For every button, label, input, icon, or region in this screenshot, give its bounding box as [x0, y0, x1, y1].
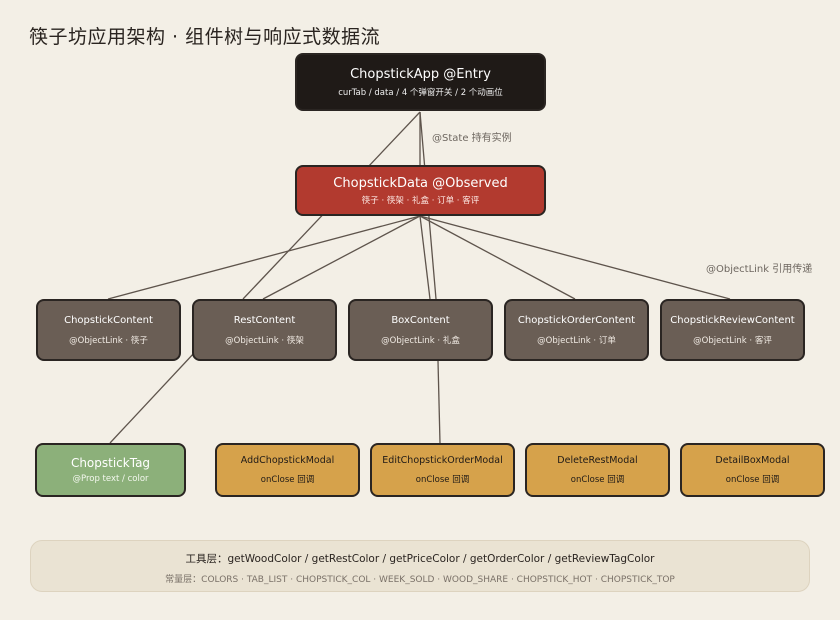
edge-data-to-box: [419, 215, 431, 300]
content-node-chopstick: ChopstickContent @ObjectLink · 筷子: [36, 299, 181, 361]
modal-node-add-chopstick: AddChopstickModal onClose 回调: [215, 443, 360, 497]
modal-node-subtitle: onClose 回调: [415, 475, 470, 485]
page-title: 筷子坊应用架构 · 组件树与响应式数据流: [29, 26, 381, 48]
observed-data-node: ChopstickData @Observed 筷子 · 筷架 · 礼盒 · 订…: [295, 165, 546, 216]
content-node-order: ChopstickOrderContent @ObjectLink · 订单: [504, 299, 649, 361]
app-node: ChopstickApp @Entry curTab / data / 4 个弹…: [295, 53, 546, 111]
utility-layers-panel: 工具层：getWoodColor / getRestColor / getPri…: [30, 540, 810, 592]
content-node-subtitle: @ObjectLink · 礼盒: [381, 335, 460, 346]
utils-layer-text: 工具层：getWoodColor / getRestColor / getPri…: [185, 553, 655, 565]
modal-node-edit-order: EditChopstickOrderModal onClose 回调: [370, 443, 515, 497]
modal-node-delete-rest: DeleteRestModal onClose 回调: [525, 443, 670, 497]
edge-data-to-chopstick: [107, 215, 421, 300]
edge-data-to-order: [419, 215, 576, 300]
content-node-subtitle: @ObjectLink · 筷子: [69, 335, 148, 346]
content-node-subtitle: @ObjectLink · 筷架: [225, 335, 304, 346]
app-node-title: ChopstickApp @Entry: [350, 66, 491, 82]
edge-data-to-review: [419, 215, 731, 300]
tag-node: ChopstickTag @Prop text / color: [35, 443, 186, 497]
edge-label-objectlink: @ObjectLink 引用传递: [706, 264, 813, 275]
edge-box-to-editmodal: [437, 360, 441, 444]
data-node-subtitle: 筷子 · 筷架 · 礼盒 · 订单 · 客评: [361, 195, 480, 206]
tag-node-subtitle: @Prop text / color: [72, 474, 149, 484]
data-node-title: ChopstickData @Observed: [333, 175, 508, 191]
modal-node-title: DetailBoxModal: [715, 455, 790, 466]
modal-node-subtitle: onClose 回调: [570, 475, 625, 485]
content-node-title: BoxContent: [391, 314, 450, 326]
modal-node-title: EditChopstickOrderModal: [382, 455, 503, 466]
modal-node-title: DeleteRestModal: [557, 455, 638, 466]
modal-node-title: AddChopstickModal: [240, 455, 335, 466]
modal-node-detail-box: DetailBoxModal onClose 回调: [680, 443, 825, 497]
edge-label-state: @State 持有实例: [432, 133, 512, 144]
edge-data-to-rest: [262, 215, 421, 300]
content-node-title: RestContent: [233, 314, 296, 326]
content-node-review: ChopstickReviewContent @ObjectLink · 客评: [660, 299, 805, 361]
content-node-title: ChopstickContent: [64, 314, 153, 326]
content-node-title: ChopstickReviewContent: [670, 314, 795, 326]
constants-layer-text: 常量层：COLORS · TAB_LIST · CHOPSTICK_COL · …: [165, 575, 675, 585]
modal-node-subtitle: onClose 回调: [260, 475, 315, 485]
content-node-subtitle: @ObjectLink · 客评: [693, 335, 772, 346]
content-node-box: BoxContent @ObjectLink · 礼盒: [348, 299, 493, 361]
tag-node-title: ChopstickTag: [70, 456, 151, 470]
edge-rest-to-tag: [109, 351, 196, 444]
content-node-subtitle: @ObjectLink · 订单: [537, 335, 616, 346]
app-node-subtitle: curTab / data / 4 个弹窗开关 / 2 个动画位: [338, 87, 503, 98]
modal-node-subtitle: onClose 回调: [725, 475, 780, 485]
content-node-title: ChopstickOrderContent: [517, 314, 636, 326]
content-node-rest: RestContent @ObjectLink · 筷架: [192, 299, 337, 361]
